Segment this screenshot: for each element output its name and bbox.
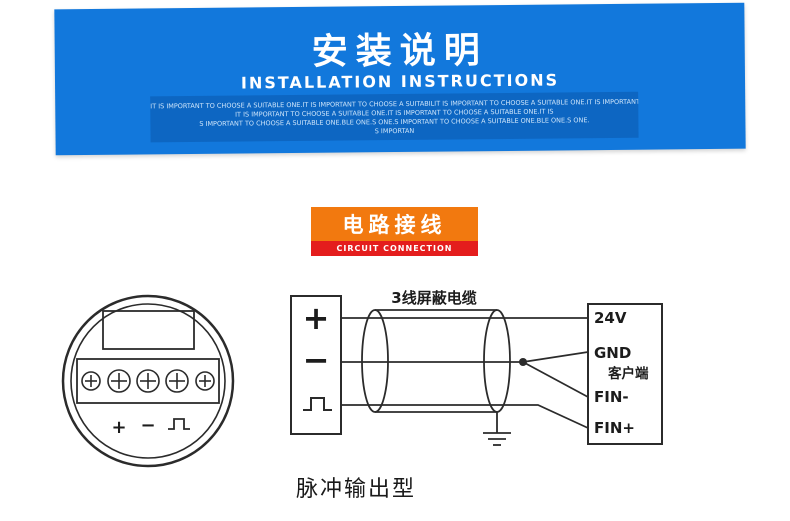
block-minus-terminal: − (303, 341, 330, 379)
wires (341, 317, 589, 429)
section-badge-subtitle: CIRCUIT CONNECTION (311, 241, 478, 256)
transmitter-block: + − (290, 295, 342, 435)
label-fin-neg: FIN- (594, 388, 629, 406)
section-badge: 电路接线 CIRCUIT CONNECTION (311, 207, 478, 256)
block-plus-terminal: + (303, 299, 330, 337)
diagram-caption: 脉冲输出型 (296, 477, 417, 502)
section-badge-title: 电路接线 (311, 207, 478, 241)
terminal-strip (76, 358, 220, 404)
label-fin-pos: FIN+ (594, 419, 635, 437)
transmitter-box (290, 295, 342, 435)
sensor-face-view: + − (61, 294, 235, 468)
wire-minus-gnd (522, 351, 589, 363)
label-24v: 24V (594, 309, 627, 327)
wiring-diagram: + − + − 3线屏蔽电缆 (61, 289, 663, 468)
sensor-plus-label: + (111, 417, 126, 438)
sensor-top-block (102, 310, 195, 350)
client-terminal-box: 24V GND 客户端 FIN- FIN+ (587, 303, 663, 445)
cable-label: 3线屏蔽电缆 (391, 289, 476, 307)
ground-symbol (483, 412, 511, 446)
label-gnd: GND (594, 344, 631, 362)
sensor-outer-ring (61, 294, 235, 468)
terminal-screws (81, 369, 215, 393)
shielded-cable: 3线屏蔽电缆 (361, 289, 511, 413)
installation-banner: 安装说明 INSTALLATION INSTRUCTIONS IT IS IMP… (54, 2, 746, 156)
cable-right-end (483, 309, 511, 413)
client-box (587, 303, 663, 445)
banner-title-cn: 安装说明 (311, 30, 488, 73)
sensor-inner-ring (70, 303, 226, 459)
wire-pulse-fin-pos (341, 404, 589, 429)
cable-left-end (361, 309, 389, 413)
client-label: 客户端 (607, 365, 649, 382)
sensor-pulse-icon (168, 418, 190, 430)
block-pulse-icon (303, 397, 332, 411)
sensor-minus-label: − (140, 415, 155, 436)
banner-fine-print-box: IT IS IMPORTANT TO CHOOSE A SUITABLE ONE… (150, 91, 639, 143)
wire-junction-dot (519, 358, 527, 366)
wire-minus-fin-neg (522, 361, 589, 398)
